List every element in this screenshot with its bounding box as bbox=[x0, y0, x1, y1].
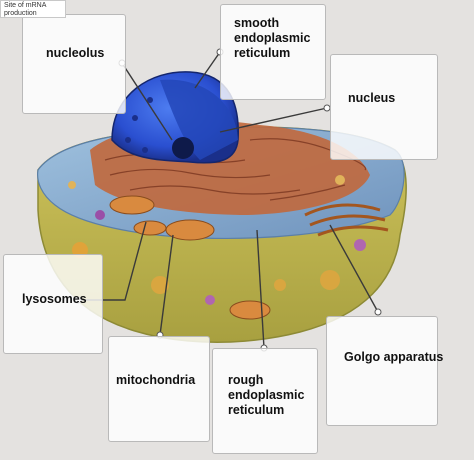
rough-er-box[interactable] bbox=[212, 348, 318, 454]
vesicles bbox=[68, 175, 366, 305]
nucleus-box[interactable] bbox=[330, 54, 438, 160]
nucleolus-body bbox=[172, 137, 194, 159]
nucleus-cutaway bbox=[160, 79, 238, 160]
label-mitochondria: mitochondria bbox=[116, 373, 196, 387]
lysosomes-box[interactable] bbox=[3, 254, 103, 354]
label-rough-er: rough endoplasmic reticulum bbox=[228, 373, 305, 417]
rough-er-folds bbox=[104, 138, 367, 201]
label-lysosomes: lysosomes bbox=[22, 292, 87, 306]
mitochondria-box[interactable] bbox=[108, 336, 210, 442]
nucleolus-box[interactable] bbox=[22, 14, 126, 114]
golgi-apparatus bbox=[304, 203, 389, 237]
label-smooth-er: smooth endoplasmic reticulum bbox=[234, 16, 311, 60]
label-nucleus: nucleus bbox=[348, 91, 396, 105]
golgi-box[interactable] bbox=[326, 316, 438, 426]
answer-tag[interactable]: Site of mRNA production bbox=[0, 0, 66, 18]
smooth-er-box[interactable] bbox=[220, 4, 326, 100]
nuclear-pores bbox=[125, 97, 153, 153]
mitochondria-group bbox=[109, 195, 271, 320]
label-nucleolus: nucleolus bbox=[46, 46, 105, 60]
label-golgi: Golgo apparatus bbox=[344, 350, 444, 364]
